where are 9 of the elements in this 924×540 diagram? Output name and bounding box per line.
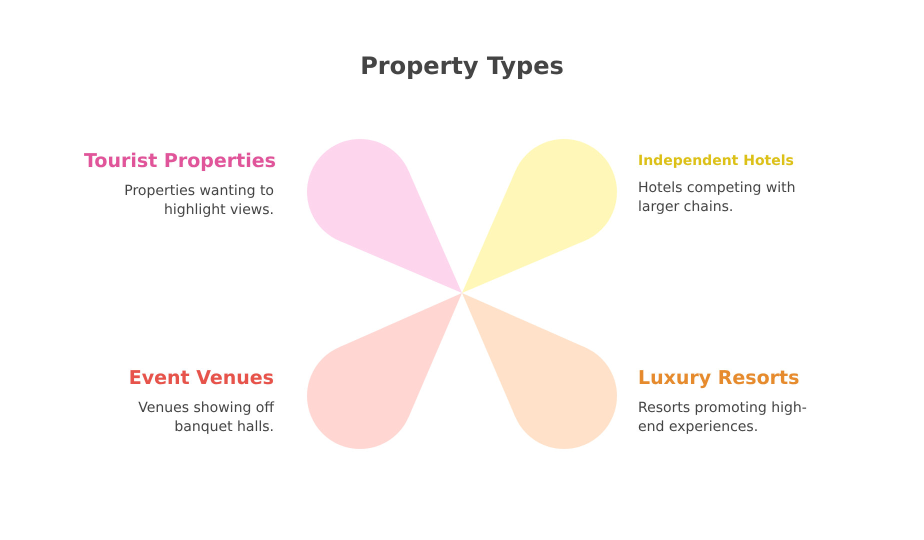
category-heading: Luxury Resorts (638, 367, 800, 389)
category-description: Hotels competing with larger chains. (638, 179, 797, 217)
category-heading: Event Venues (128, 367, 274, 389)
category-description: Venues showing off banquet halls. (137, 399, 274, 437)
category-description: Resorts promoting high-end experiences. (638, 399, 808, 437)
diagram-title: Property Types (359, 52, 565, 80)
category-heading: Independent Hotels (638, 153, 795, 169)
category-description: Properties wanting to highlight views. (123, 182, 274, 220)
category-heading: Tourist Properties (84, 150, 274, 172)
